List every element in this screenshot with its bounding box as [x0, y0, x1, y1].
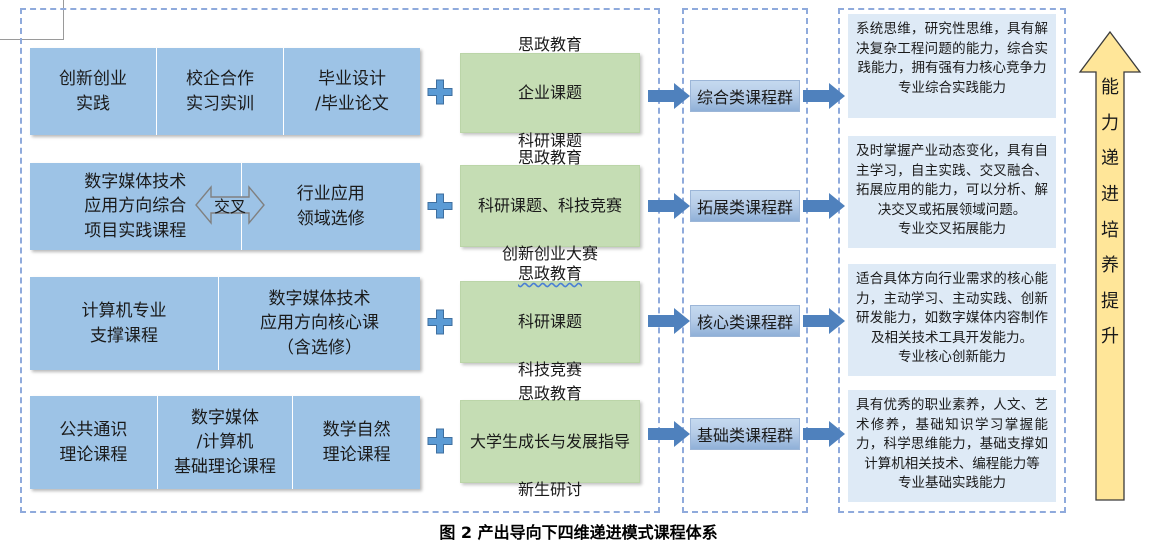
right-arrow-icon: [648, 191, 690, 221]
right-arrow-icon: [803, 306, 845, 336]
arrow-char: 进: [1101, 183, 1119, 205]
green-box-expansion[interactable]: 思政教育 科研课题、科技竞赛 创新创业大赛: [460, 148, 640, 263]
ability-summary: 专业基础实践能力: [898, 475, 1006, 492]
arrow-char: 递: [1101, 148, 1119, 170]
course-group-comprehensive[interactable]: 综合类课程群: [690, 80, 800, 112]
ability-progression-arrow-icon: [1078, 30, 1142, 502]
figure-caption: 图 2 产出导向下四维递进模式课程体系: [439, 523, 718, 542]
course-content-container: [20, 8, 660, 513]
course-group-container: [682, 8, 808, 513]
green-line: 科技竞赛: [517, 360, 582, 379]
ability-expansion[interactable]: 及时掌握产业动态变化，具有自主学习，自主实践、交叉融合、拓展应用的能力，可以分析…: [848, 136, 1056, 248]
plus-icon: [427, 193, 453, 219]
green-line: 科研课题: [517, 131, 582, 150]
arrow-char: 能: [1101, 77, 1119, 98]
table-row: 数字媒体技术 应用方向综合 项目实践课程 行业应用 领域选修: [30, 163, 420, 250]
course-cell[interactable]: 计算机专业 支撑课程: [30, 277, 219, 370]
green-line: 思政教育: [517, 383, 582, 403]
course-cell[interactable]: 数学自然 理论课程: [293, 396, 420, 489]
course-cell[interactable]: 数字媒体 /计算机 基础理论课程: [157, 396, 294, 489]
right-arrow-icon: [803, 191, 845, 221]
plus-icon: [427, 428, 453, 454]
course-cell[interactable]: 数字媒体技术 应用方向核心课 （含选修）: [218, 277, 420, 370]
plus-icon: [427, 79, 453, 105]
green-line: 创新创业大赛: [501, 244, 598, 263]
course-group-core[interactable]: 核心类课程群: [690, 305, 800, 337]
ability-outcome-container: [838, 8, 1066, 513]
ability-foundation[interactable]: 具有优秀的职业素养，人文、艺术修养，基础知识学习掌握能力，科学思维能力，基础支撑…: [848, 390, 1056, 502]
page-guide-line-horizontal: [0, 39, 64, 40]
ability-progression-arrow-label: 能 力 递 进 培 养 提 升: [1095, 70, 1125, 355]
arrow-char: 升: [1101, 326, 1119, 348]
green-line: 大学生成长与发展指导: [469, 431, 630, 451]
course-cell[interactable]: 创新创业 实践: [30, 48, 157, 135]
arrow-char: 培: [1101, 219, 1119, 241]
course-cell[interactable]: 毕业设计 /毕业论文: [283, 48, 420, 135]
cross-label: 交叉: [213, 197, 246, 216]
right-arrow-icon: [648, 306, 690, 336]
ability-body: 具有优秀的职业素养，人文、艺术修养，基础知识学习掌握能力，科学思维能力，基础支撑…: [856, 397, 1048, 472]
right-arrow-icon: [648, 81, 690, 111]
arrow-char: 力: [1101, 112, 1119, 134]
table-row: 创新创业 实践 校企合作 实习实训 毕业设计 /毕业论文: [30, 48, 420, 135]
ability-summary: 专业核心创新能力: [898, 349, 1006, 366]
ability-summary: 专业综合实践能力: [898, 79, 1006, 96]
green-line: 企业课题: [517, 83, 582, 102]
green-line: 思政教育: [517, 148, 582, 167]
ability-summary: 专业交叉拓展能力: [898, 221, 1006, 238]
page-guide-line-vertical: [63, 0, 64, 40]
green-line: 思政教育: [517, 264, 582, 283]
green-line: 新生研讨: [517, 479, 582, 499]
right-arrow-icon: [803, 419, 845, 449]
table-row: 计算机专业 支撑课程 数字媒体技术 应用方向核心课 （含选修）: [30, 277, 420, 370]
ability-core[interactable]: 适合具体方向行业需求的核心能力，主动学习、主动实践、创新研发能力，如数字媒体内容…: [848, 264, 1056, 376]
green-line: 思政教育: [517, 35, 582, 54]
course-cell[interactable]: 公共通识 理论课程: [30, 396, 158, 489]
ability-body: 及时掌握产业动态变化，具有自主学习，自主实践、交叉融合、拓展应用的能力，可以分析…: [856, 143, 1048, 218]
course-cell[interactable]: 数字媒体技术 应用方向综合 项目实践课程: [30, 163, 242, 250]
course-group-foundation[interactable]: 基础类课程群: [690, 418, 800, 450]
ability-body: 系统思维，研究性思维，具有解决复杂工程问题的能力，综合实践能力，拥有强有力核心竞…: [856, 21, 1048, 77]
green-line: 科研课题: [517, 312, 582, 331]
table-row: 公共通识 理论课程 数字媒体 /计算机 基础理论课程 数学自然 理论课程: [30, 396, 420, 489]
green-box-comprehensive[interactable]: 思政教育 企业课题 科研课题: [460, 35, 640, 150]
course-group-expansion[interactable]: 拓展类课程群: [690, 190, 800, 222]
green-line: 科研课题、科技竞赛: [477, 196, 622, 215]
course-cell[interactable]: 行业应用 领域选修: [241, 163, 420, 250]
ability-body: 适合具体方向行业需求的核心能力，主动学习、主动实践、创新研发能力，如数字媒体内容…: [856, 271, 1048, 346]
course-cell[interactable]: 校企合作 实习实训: [156, 48, 284, 135]
plus-icon: [427, 309, 453, 335]
arrow-char: 提: [1101, 290, 1119, 312]
ability-comprehensive[interactable]: 系统思维，研究性思维，具有解决复杂工程问题的能力，综合实践能力，拥有强有力核心竞…: [848, 14, 1056, 118]
arrow-char: 养: [1101, 255, 1119, 277]
right-arrow-icon: [648, 419, 690, 449]
cross-double-arrow-icon: 交叉: [193, 182, 267, 228]
green-box-core[interactable]: 思政教育 科研课题 科技竞赛: [460, 264, 640, 379]
green-box-foundation[interactable]: 思政教育 大学生成长与发展指导 新生研讨: [460, 384, 640, 499]
right-arrow-icon: [803, 81, 845, 111]
